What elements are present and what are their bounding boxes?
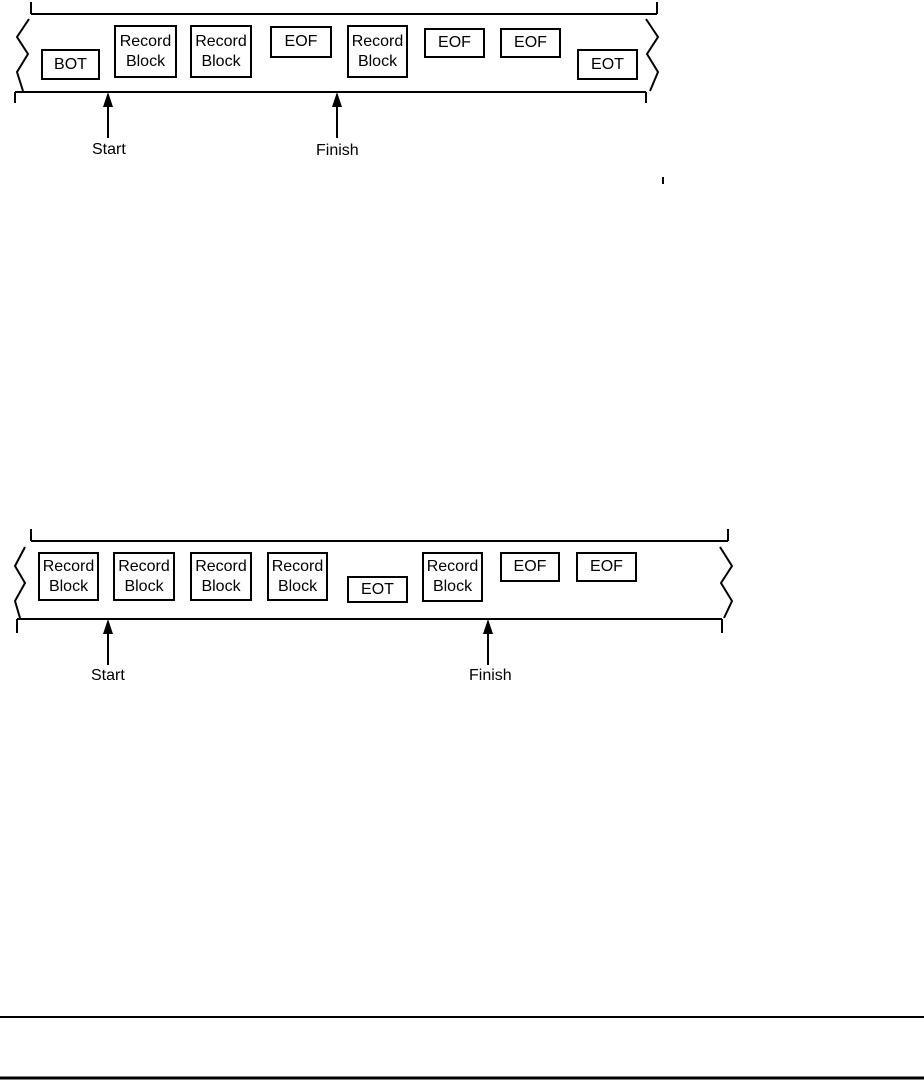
tape2-torn-edge-right-icon xyxy=(719,546,734,619)
tape1-torn-edge-left-icon xyxy=(15,18,30,92)
tape-block: EOT xyxy=(347,576,408,603)
tape-block: EOF xyxy=(500,552,560,582)
tape-block: EOF xyxy=(576,552,637,582)
tape2-start-arrow-icon xyxy=(103,619,113,665)
tape1-start-arrow-icon xyxy=(103,92,113,138)
tape-block: EOT xyxy=(577,49,638,80)
start-label: Start xyxy=(91,667,125,684)
tape2-torn-edge-left-icon xyxy=(13,546,27,619)
tape-diagram-1-lines xyxy=(14,2,660,138)
tape1-torn-edge-right-icon xyxy=(645,18,660,92)
tape1-finish-arrow-icon xyxy=(332,92,342,138)
tape-block: EOF xyxy=(270,26,332,58)
tape-block: Record Block xyxy=(347,25,408,78)
tape-block: Record Block xyxy=(190,25,252,78)
tape-block: Record Block xyxy=(114,25,177,78)
tape-block: BOT xyxy=(41,49,100,80)
tape-block: Record Block xyxy=(113,552,175,601)
tape-diagram-2-lines xyxy=(13,529,734,665)
tape2-finish-arrow-icon xyxy=(483,619,493,665)
tape-block: Record Block xyxy=(38,552,99,601)
tape-block: EOF xyxy=(500,28,561,58)
finish-label: Finish xyxy=(316,142,359,159)
tape-block: Record Block xyxy=(267,552,328,601)
tape-block: EOF xyxy=(424,28,485,58)
tape-block: Record Block xyxy=(422,552,483,602)
start-label: Start xyxy=(92,141,126,158)
tape-block: Record Block xyxy=(190,552,252,601)
finish-label: Finish xyxy=(469,667,512,684)
